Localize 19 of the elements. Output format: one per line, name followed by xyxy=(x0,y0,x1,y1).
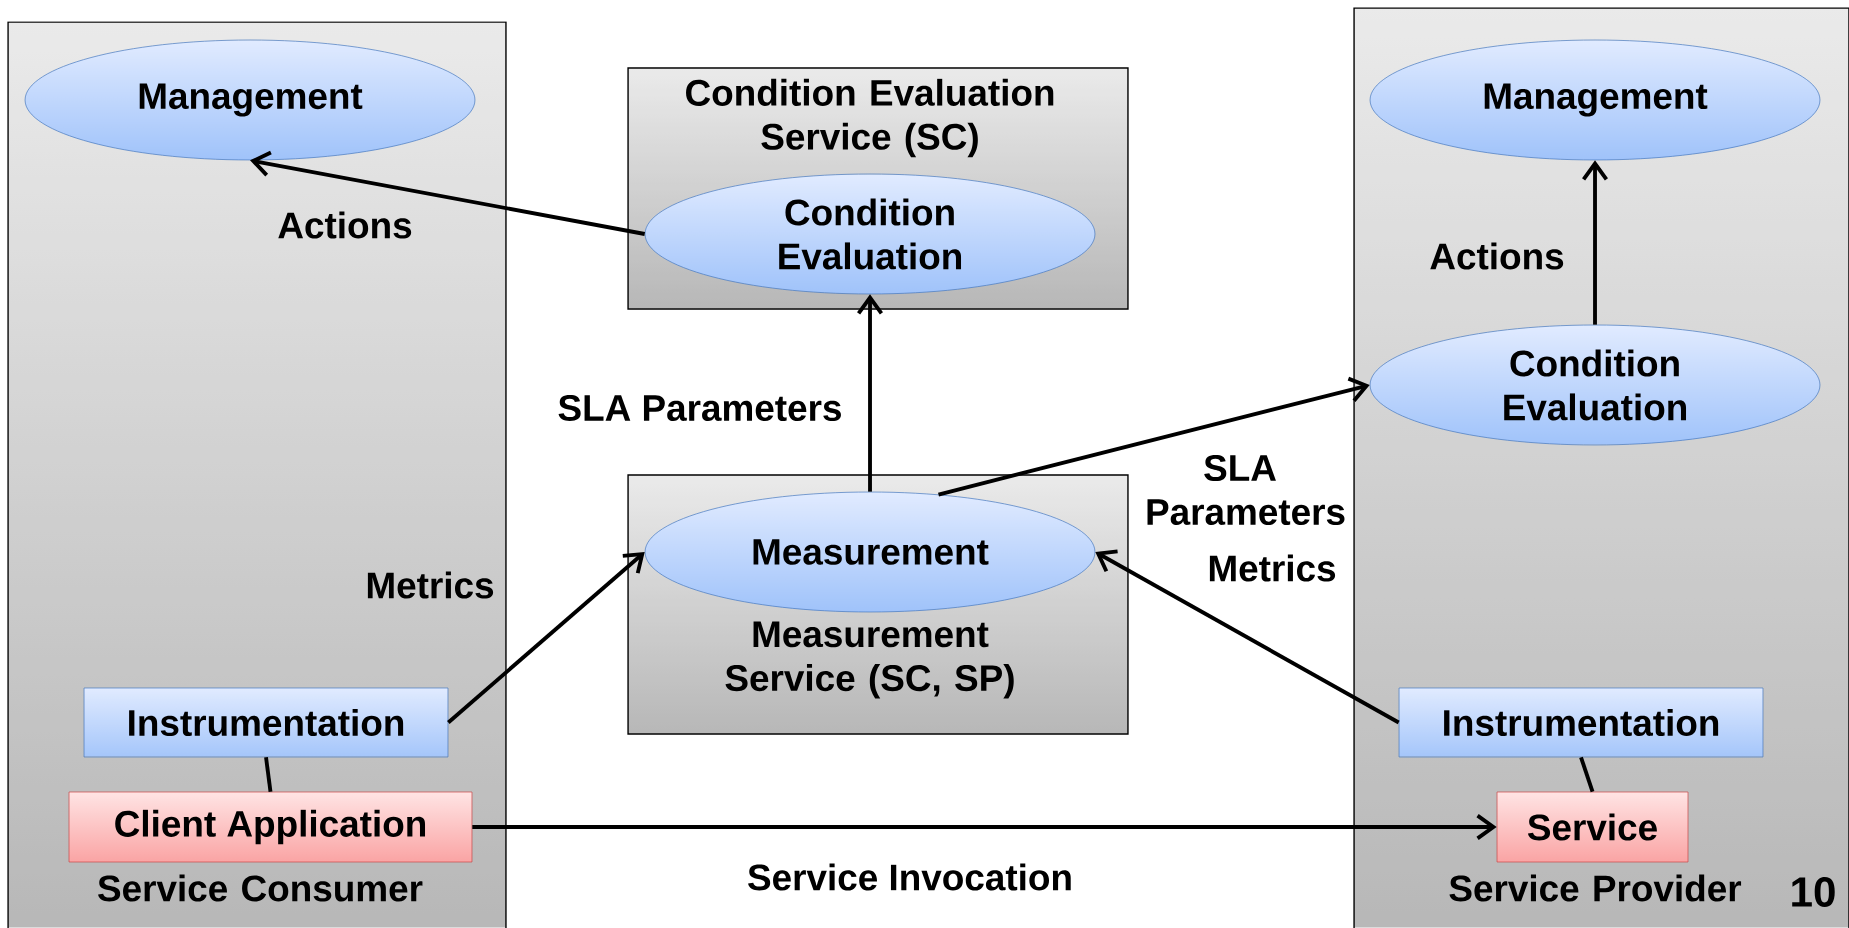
edge-label: SLA Parameters xyxy=(558,394,841,422)
arrow xyxy=(447,552,645,724)
arrow xyxy=(1095,549,1400,725)
component-box: Instrumentation xyxy=(1398,687,1764,758)
page-number: 10 xyxy=(1792,877,1835,907)
arrow xyxy=(472,814,1497,840)
arrow xyxy=(1582,160,1608,325)
edge-label: SLA Parameters xyxy=(1147,454,1345,525)
arrow xyxy=(857,294,883,492)
arrow xyxy=(938,376,1370,497)
arrow xyxy=(250,150,646,236)
edge-label: Metrics xyxy=(1209,554,1336,582)
edge-label: Actions xyxy=(278,211,412,239)
edge-label: Service Invocation xyxy=(748,863,1071,891)
edge-label: Metrics xyxy=(367,571,494,599)
application-box: Service xyxy=(1496,791,1689,863)
edge-label: Actions xyxy=(1430,242,1564,270)
component-box: Instrumentation xyxy=(83,687,449,758)
application-box: Client Application xyxy=(68,791,473,863)
